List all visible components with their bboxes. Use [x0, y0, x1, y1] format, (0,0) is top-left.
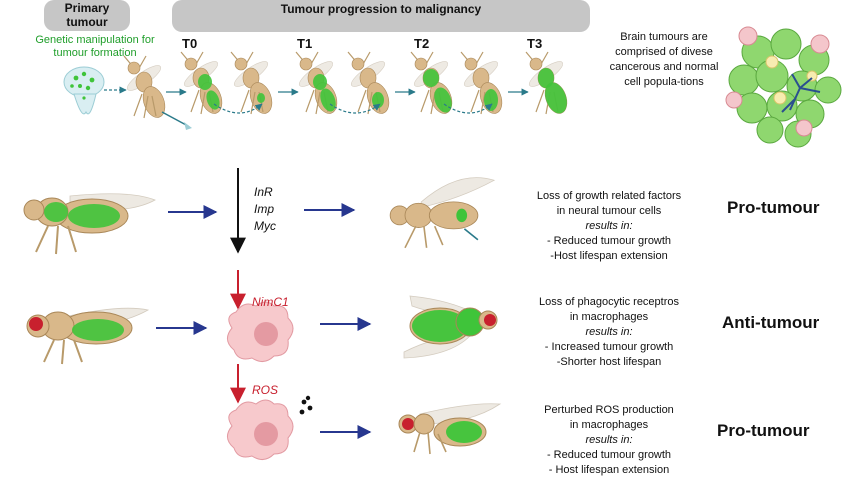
timepoint-t3: T3 [527, 36, 543, 51]
description-row1: Loss of growth related factors in neural… [536, 190, 682, 262]
gene-ros: ROS [252, 383, 279, 397]
description-row3: Perturbed ROS production in macrophages … [544, 404, 674, 476]
genetic-note: Genetic manipulation for tumour formatio… [35, 34, 155, 59]
macrophage-icon-1 [227, 301, 294, 362]
brain-disc-icon [63, 66, 105, 115]
timepoint-t2: T2 [414, 36, 430, 51]
progression-label: Tumour progression to malignancy [280, 2, 482, 16]
verdict-row1: Pro-tumour [727, 198, 820, 217]
timeline-arrows [166, 88, 529, 114]
fly-large-row1 [23, 193, 156, 255]
primary-tumour-label: Primary tumour [64, 1, 110, 29]
gene-list-row1: InR Imp Myc [254, 184, 276, 235]
progression-pill: Tumour progression to malignancy [172, 0, 590, 32]
fly-tumour-row3 [398, 403, 502, 455]
description-row2: Loss of phagocytic receptros in macropha… [538, 296, 680, 368]
brain-note: Brain tumours are comprised of divese ca… [609, 31, 719, 88]
timepoint-t1: T1 [297, 36, 313, 51]
tumour-cluster-icon [725, 26, 842, 148]
timepoint-t0: T0 [182, 36, 198, 51]
fly-standing-row1 [389, 177, 496, 249]
fly-injection-icon [123, 55, 192, 130]
primary-tumour-pill: Primary tumour [44, 0, 130, 31]
gene-myc: Myc [254, 219, 276, 233]
fly-large-row2 [26, 307, 150, 365]
macrophage-icon-2 [227, 399, 294, 460]
gene-nimc1: NimC1 [252, 295, 289, 309]
gene-inr: InR [254, 185, 273, 199]
verdict-row3: Pro-tumour [717, 421, 810, 440]
gene-imp: Imp [254, 202, 275, 216]
timeline-flies [180, 51, 572, 118]
fly-tumour-row2 [403, 295, 498, 359]
verdict-row2: Anti-tumour [722, 313, 820, 332]
ros-dots-icon [299, 395, 313, 415]
